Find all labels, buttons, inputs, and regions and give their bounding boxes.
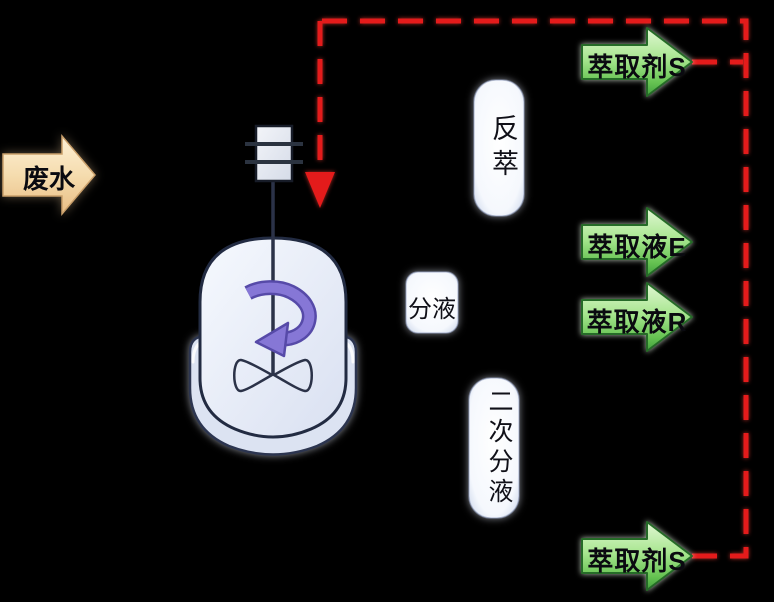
impeller-icon: [233, 358, 313, 393]
stream-label-extractant-bottom: 萃取剂S: [587, 546, 687, 576]
capsule-separation: [405, 271, 459, 334]
stream-label-extract-e: 萃取液E: [587, 232, 687, 262]
stirrer-motor: [245, 124, 303, 183]
stream-arrow-extractant-top: [581, 27, 693, 97]
stage-label-separation: 分液: [408, 295, 456, 323]
reactor: [188, 124, 358, 456]
feed-label: 废水: [22, 164, 75, 194]
rotation-arrow-icon: [244, 280, 317, 358]
stage-label-second-separation: 二次分液: [485, 388, 514, 508]
recycle-arrowhead-icon: [305, 172, 335, 208]
recycle-line-main: [320, 18, 749, 559]
stream-arrow-extract-r: [581, 282, 693, 352]
stream-arrow-extractant-bottom: [581, 521, 693, 591]
stream-arrow-extract-e: [581, 207, 693, 277]
capsule-second-separation: [468, 377, 520, 519]
capsule-back-extraction: [473, 79, 525, 217]
feed-arrow-icon: [2, 133, 96, 217]
stage-label-back-extraction: 反萃: [487, 114, 518, 184]
stream-label-extract-r: 萃取液R: [586, 307, 688, 337]
recycle-line: [305, 18, 749, 559]
stream-label-extractant-top: 萃取剂S: [587, 52, 687, 82]
